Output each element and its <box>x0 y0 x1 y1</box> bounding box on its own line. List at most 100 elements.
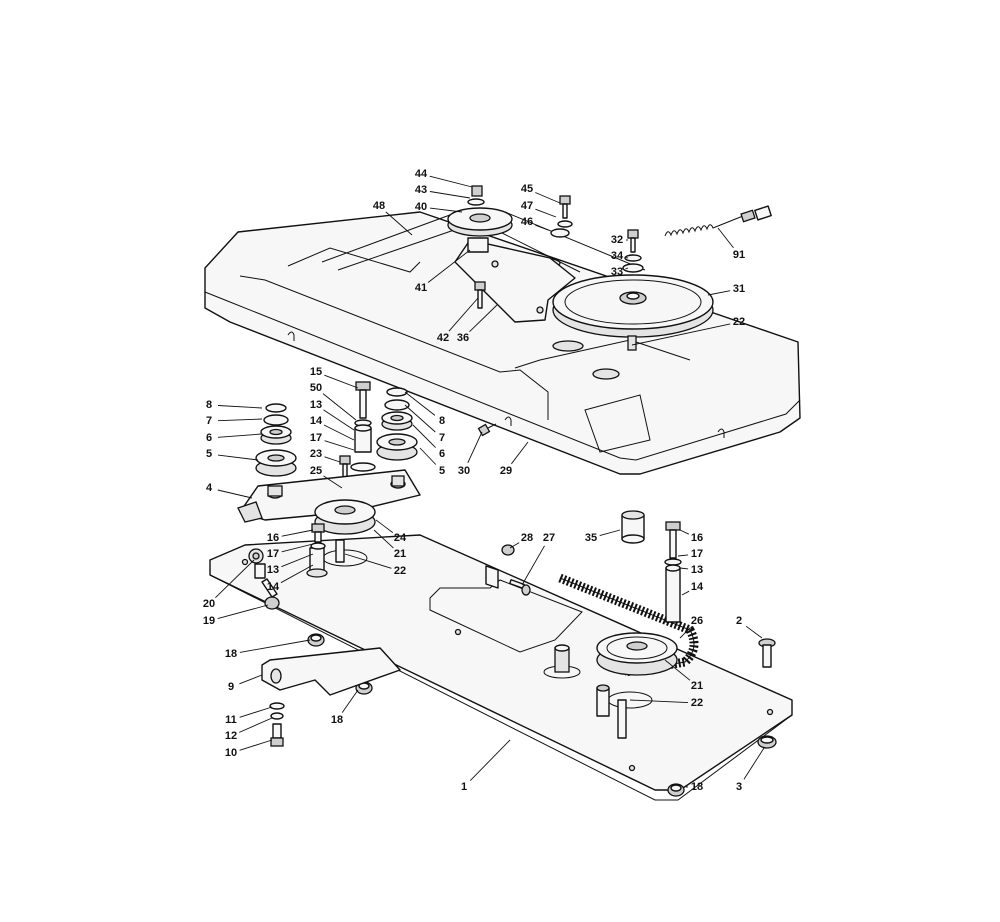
callout-number: 47 <box>521 200 533 212</box>
callout-number: 27 <box>543 532 555 544</box>
leader-line <box>745 625 763 639</box>
callout-c50: 50 <box>310 382 357 421</box>
callout-c32: 32 <box>611 234 628 246</box>
callout-c22c: 22 <box>629 697 703 709</box>
callout-c25: 25 <box>310 465 343 489</box>
leader-line <box>717 227 734 249</box>
callout-number: 16 <box>691 532 703 544</box>
callout-number: 31 <box>733 283 745 295</box>
leader-line <box>281 543 314 553</box>
leader-line <box>215 559 255 599</box>
callout-number: 17 <box>310 432 322 444</box>
callout-number: 4 <box>206 482 213 494</box>
base-plate-1 <box>209 534 793 801</box>
callout-number: 50 <box>310 382 322 394</box>
callout-number: 8 <box>206 399 212 411</box>
callout-number: 18 <box>225 648 237 660</box>
leader-line <box>677 554 689 557</box>
callout-number: 13 <box>310 399 322 411</box>
callout-c14a: 14 <box>310 415 355 441</box>
callout-c16b: 16 <box>679 529 703 544</box>
nut-18a <box>307 633 325 647</box>
nut-18c <box>667 783 685 797</box>
callout-number: 3 <box>736 781 742 793</box>
leader-line <box>509 542 520 549</box>
callout-c11: 11 <box>225 706 273 726</box>
leader-line <box>429 175 473 188</box>
callout-number: 42 <box>437 332 449 344</box>
leader-line <box>404 391 436 416</box>
callout-number: 7 <box>439 432 445 444</box>
callout-number: 16 <box>267 532 279 544</box>
callout-number: 18 <box>691 781 703 793</box>
callout-number: 26 <box>691 615 703 627</box>
callout-number: 91 <box>733 249 745 261</box>
pin-19 <box>261 578 280 610</box>
callout-number: 36 <box>457 332 469 344</box>
drive-belt-48 <box>321 211 646 273</box>
callout-number: 35 <box>585 532 597 544</box>
leader-line <box>217 418 263 422</box>
leader-line <box>217 604 269 620</box>
leader-line <box>535 224 549 231</box>
leader-line <box>419 447 437 465</box>
callout-number: 22 <box>394 565 406 577</box>
callout-number: 12 <box>225 730 237 742</box>
leader-line <box>429 191 471 199</box>
callout-number: 2 <box>736 615 742 627</box>
callout-number: 17 <box>267 548 279 560</box>
callout-number: 32 <box>611 234 623 246</box>
callout-c7a: 7 <box>206 415 263 427</box>
callout-c9: 9 <box>228 674 263 693</box>
callout-number: 28 <box>521 532 533 544</box>
leader-line <box>679 567 689 570</box>
leader-line <box>412 424 436 448</box>
callout-number: 5 <box>439 465 445 477</box>
bolt-42 <box>474 281 486 309</box>
callout-number: 11 <box>225 714 237 726</box>
callout-c6a: 6 <box>206 432 263 444</box>
callout-number: 13 <box>267 564 279 576</box>
leader-line <box>344 553 392 569</box>
callout-number: 18 <box>331 714 343 726</box>
leader-line <box>469 304 498 333</box>
leader-line <box>324 374 359 389</box>
sleeve-35 <box>621 510 645 544</box>
callout-c15: 15 <box>310 366 359 389</box>
leader-line <box>217 433 263 438</box>
leader-line <box>679 529 690 535</box>
callout-c48: 48 <box>373 200 413 236</box>
stud-20 <box>248 548 266 579</box>
callout-c1: 1 <box>461 739 511 793</box>
callout-c41: 41 <box>415 249 471 294</box>
callout-number: 33 <box>611 266 623 278</box>
leader-line <box>281 529 314 537</box>
callout-c13a: 13 <box>310 399 355 431</box>
callout-c19: 19 <box>203 604 269 627</box>
leader-line <box>448 297 479 332</box>
callout-c43: 43 <box>415 184 471 199</box>
callout-c91: 91 <box>717 227 745 261</box>
callout-c22a: 22 <box>631 316 745 346</box>
leader-line <box>521 545 545 586</box>
leader-line <box>681 590 690 596</box>
callout-c24: 24 <box>375 519 407 544</box>
callout-number: 29 <box>500 465 512 477</box>
callout-c16a: 16 <box>267 529 314 544</box>
idler-shaft-stack <box>337 381 376 492</box>
leader-line <box>281 553 314 568</box>
callout-number: 22 <box>733 316 745 328</box>
leader-line <box>535 208 557 218</box>
callout-number: 14 <box>310 415 323 427</box>
callout-c45: 45 <box>521 183 561 204</box>
bolt-2 <box>758 638 776 668</box>
leader-line <box>323 475 343 489</box>
callout-number: 46 <box>521 216 533 228</box>
callout-number: 19 <box>203 615 215 627</box>
leader-line <box>239 639 311 653</box>
callout-number: 15 <box>310 366 322 378</box>
main-pulley-31 <box>552 274 714 351</box>
leader-line <box>239 717 273 733</box>
